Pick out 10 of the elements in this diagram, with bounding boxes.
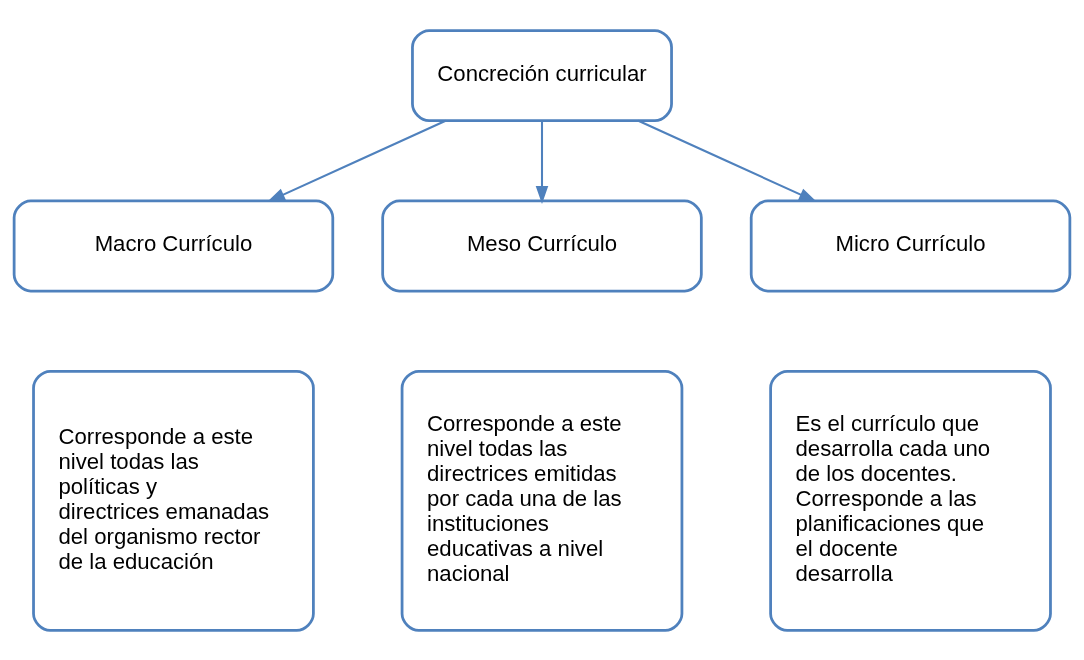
node-box: Micro Currículo bbox=[749, 199, 1072, 292]
node-box: Corresponde a este nivel todas las políticas y directrices emanadas del organismo rector de la educación bbox=[32, 369, 315, 632]
node-box: Macro Currículo bbox=[12, 199, 335, 292]
node-box: Meso Currículo bbox=[381, 199, 703, 292]
arrow bbox=[637, 119, 817, 202]
node-box: Es el currículo que desarrolla cada uno de los docentes. Corresponde a las planificaciones que el docente desarrolla bbox=[769, 369, 1052, 632]
node-box: Corresponde a este nivel todas las directrices emitidas por cada una de las instituciones educativas a nivel nacional bbox=[400, 369, 684, 632]
arrow bbox=[267, 119, 447, 202]
node-box: Concreción curricular bbox=[411, 28, 673, 122]
arrow bbox=[535, 120, 549, 204]
